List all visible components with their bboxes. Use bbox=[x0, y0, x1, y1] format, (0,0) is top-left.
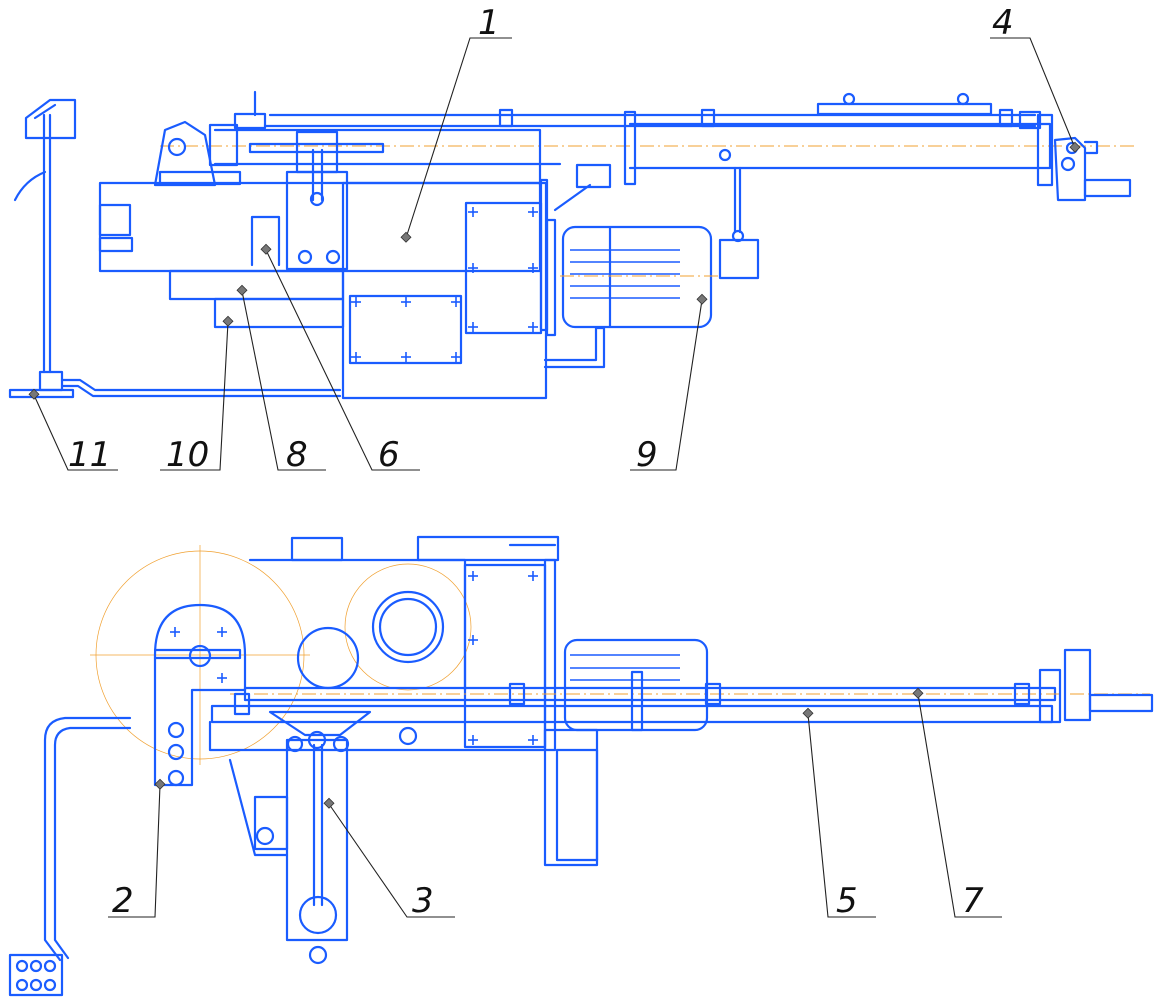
motor-9 bbox=[543, 225, 720, 369]
callout-labels: 1 2 3 4 5 6 7 8 9 10 11 bbox=[68, 3, 1014, 921]
gear-wheel bbox=[248, 535, 560, 692]
callout-leaders bbox=[28, 37, 1081, 918]
callout-4: 4 bbox=[992, 3, 1014, 43]
rail-bar bbox=[208, 648, 1154, 752]
callout-3: 3 bbox=[412, 881, 434, 921]
mounting-crosses bbox=[170, 207, 538, 745]
callout-5: 5 bbox=[836, 881, 858, 921]
housing-1 bbox=[98, 178, 557, 400]
motor-plan bbox=[563, 638, 709, 732]
callout-10: 10 bbox=[166, 435, 209, 475]
callout-2: 2 bbox=[112, 881, 134, 921]
clamp-slider-3 bbox=[228, 730, 350, 965]
pedal-pipe bbox=[8, 716, 132, 997]
clamp-6 bbox=[250, 130, 349, 271]
callout-1: 1 bbox=[478, 3, 500, 43]
top-view bbox=[8, 90, 1135, 400]
pedal-lever-11 bbox=[8, 98, 342, 399]
long-arm bbox=[263, 92, 1132, 280]
callout-6: 6 bbox=[378, 435, 400, 475]
callout-11: 11 bbox=[68, 435, 111, 475]
callout-7: 7 bbox=[962, 881, 984, 921]
bending-disk bbox=[90, 545, 310, 787]
gearbox-housing bbox=[463, 558, 599, 867]
callout-9: 9 bbox=[636, 435, 658, 475]
bottom-view bbox=[8, 535, 1154, 997]
callout-8: 8 bbox=[286, 435, 308, 475]
upper-frame bbox=[153, 90, 562, 187]
